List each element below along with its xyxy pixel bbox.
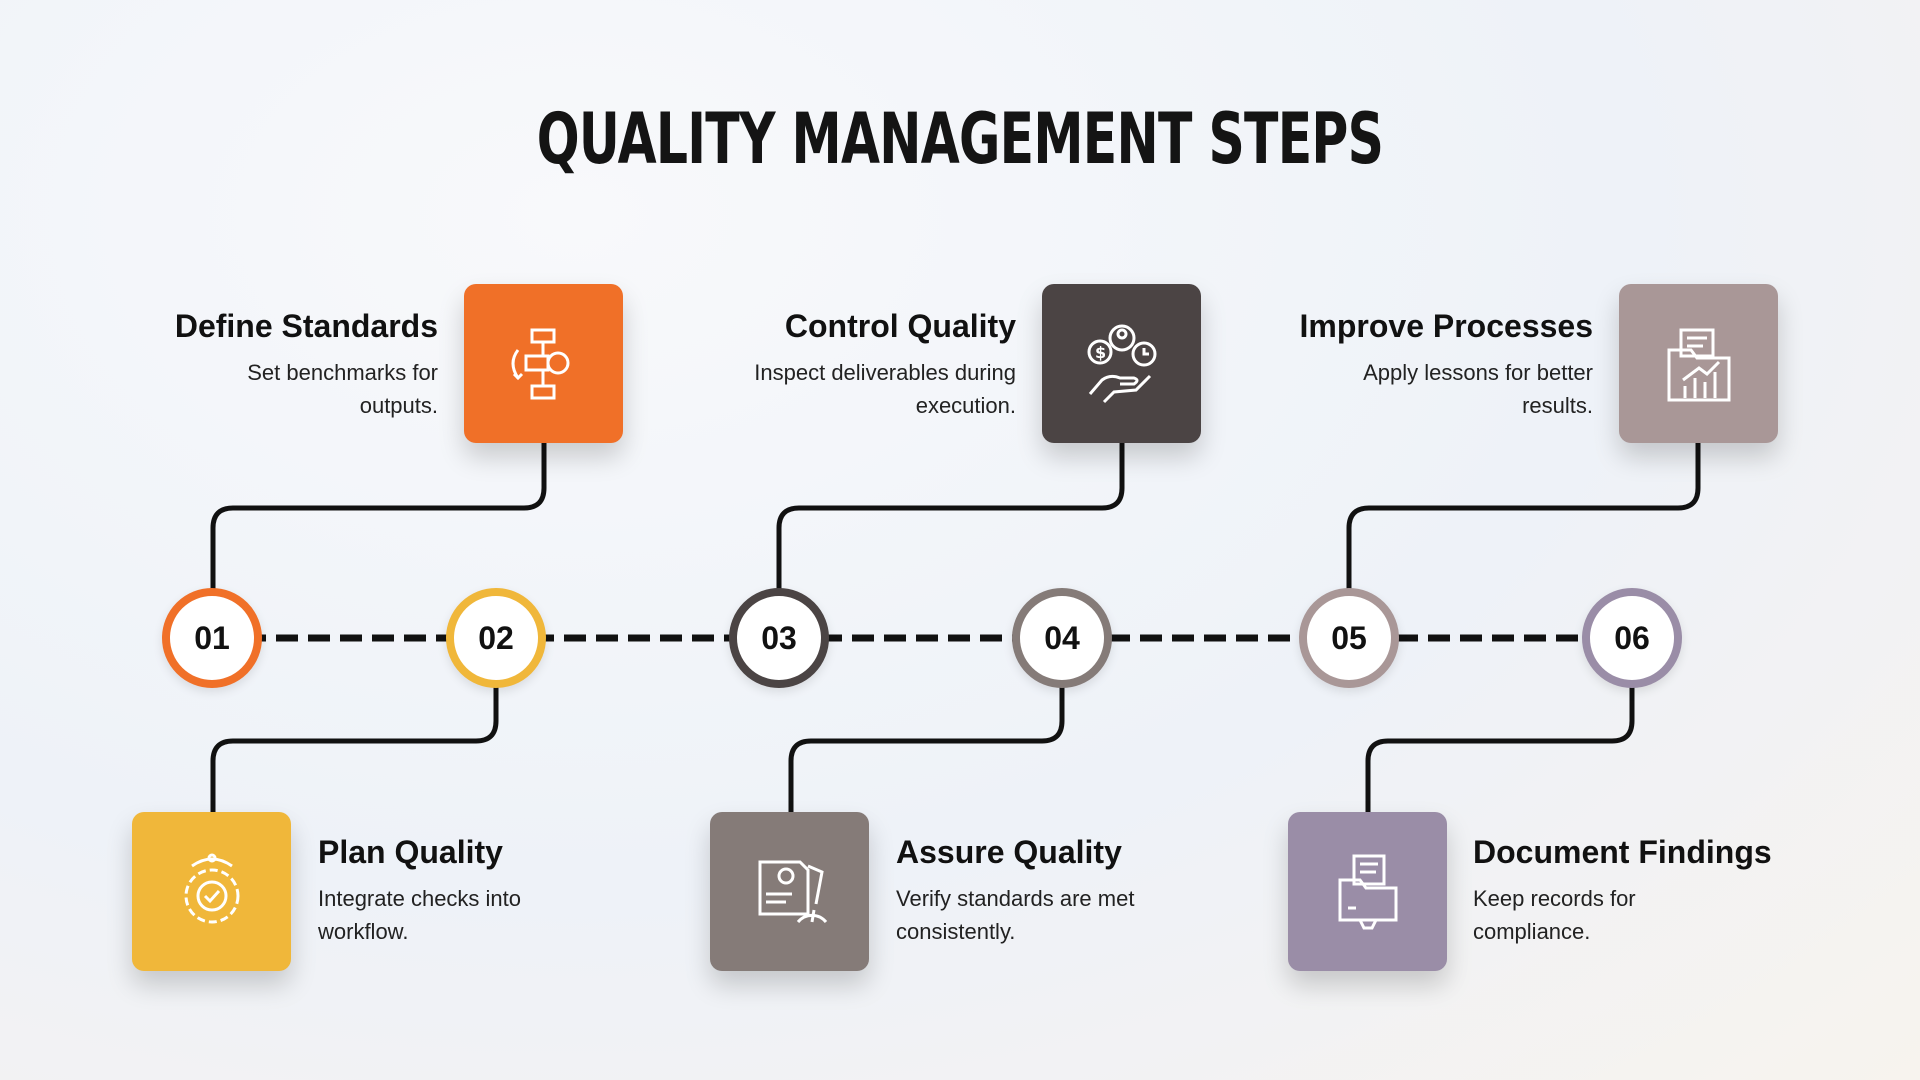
step-circle-04: 04 [1012, 588, 1112, 688]
step-title: Plan Quality [318, 834, 503, 870]
step-01-icon-box [464, 284, 623, 443]
step-03-icon-box: $ [1042, 284, 1201, 443]
step-description: Inspect deliverables during execution. [754, 360, 1016, 418]
step-06-icon-box [1288, 812, 1447, 971]
step-06-text: Document Findings Keep records for compl… [1473, 832, 1813, 948]
connector-05 [1346, 443, 1701, 592]
hand-money-people-icon: $ [1087, 324, 1156, 403]
connector-06 [1365, 684, 1635, 812]
step-02-icon-box [132, 812, 291, 971]
folder-chart-icon [1667, 328, 1730, 401]
flowchart-gear-icon [511, 328, 569, 399]
page-title: QUALITY MANAGEMENT STEPS [536, 98, 1384, 180]
step-circle-05: 05 [1299, 588, 1399, 688]
step-title: Control Quality [784, 308, 1016, 344]
connector-03 [776, 443, 1125, 592]
step-description: Verify standards are met consistently. [896, 886, 1135, 944]
step-description: Set benchmarks for outputs. [247, 360, 438, 418]
connector-04 [788, 684, 1065, 812]
step-circle-03: 03 [729, 588, 829, 688]
step-circle-01: 01 [162, 588, 262, 688]
step-04-text: Assure Quality Verify standards are met … [896, 832, 1226, 948]
folder-document-icon [1338, 854, 1397, 929]
step-03-text: Control Quality Inspect deliverables dur… [686, 306, 1016, 422]
connector-02 [210, 684, 499, 812]
step-05-icon-box [1619, 284, 1778, 443]
step-05-text: Improve Processes Apply lessons for bett… [1263, 306, 1594, 422]
svg-text:$: $ [1095, 343, 1106, 362]
step-description: Keep records for compliance. [1473, 886, 1636, 944]
step-circle-06: 06 [1582, 588, 1682, 688]
step-title: Improve Processes [1299, 308, 1594, 344]
connector-01 [210, 443, 547, 592]
step-02-text: Plan Quality Integrate checks into workf… [318, 832, 648, 948]
gear-check-icon [184, 853, 239, 923]
step-description: Apply lessons for better results. [1363, 360, 1593, 418]
document-gauge-icon [758, 860, 827, 923]
step-title: Assure Quality [896, 834, 1122, 870]
step-title: Document Findings [1473, 834, 1772, 870]
step-04-icon-box [710, 812, 869, 971]
step-01-text: Define Standards Set benchmarks for outp… [108, 306, 438, 422]
step-description: Integrate checks into workflow. [318, 886, 522, 944]
step-circle-02: 02 [446, 588, 546, 688]
step-title: Define Standards [174, 308, 438, 344]
